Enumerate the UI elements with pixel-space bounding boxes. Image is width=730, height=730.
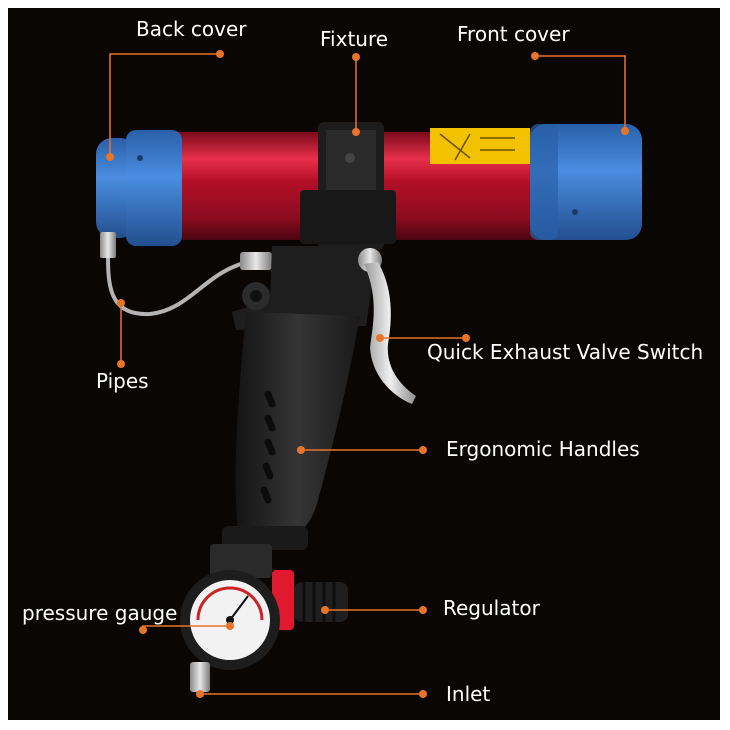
label-front-cover: Front cover xyxy=(457,22,570,46)
back-cover-part xyxy=(96,130,182,246)
fixture-part xyxy=(300,122,396,250)
label-ergonomic-handles: Ergonomic Handles xyxy=(446,437,640,461)
leader-lines xyxy=(109,53,626,695)
label-pressure-gauge: pressure gauge xyxy=(22,601,178,625)
label-pipes: Pipes xyxy=(96,369,149,393)
front-cover-part xyxy=(530,124,642,240)
regulator-assembly xyxy=(180,544,348,692)
label-regulator: Regulator xyxy=(443,596,540,620)
leader-back-cover xyxy=(109,53,220,157)
exhaust-lever-part xyxy=(358,248,416,404)
label-inlet: Inlet xyxy=(446,682,491,706)
label-fixture: Fixture xyxy=(320,27,389,51)
leader-dots xyxy=(106,50,629,698)
pipe-part xyxy=(100,232,272,317)
label-quick-exhaust-valve-switch: Quick Exhaust Valve Switch xyxy=(427,340,704,364)
label-back-cover: Back cover xyxy=(136,17,247,41)
leader-front-cover xyxy=(535,55,626,131)
handle-part xyxy=(222,246,372,550)
